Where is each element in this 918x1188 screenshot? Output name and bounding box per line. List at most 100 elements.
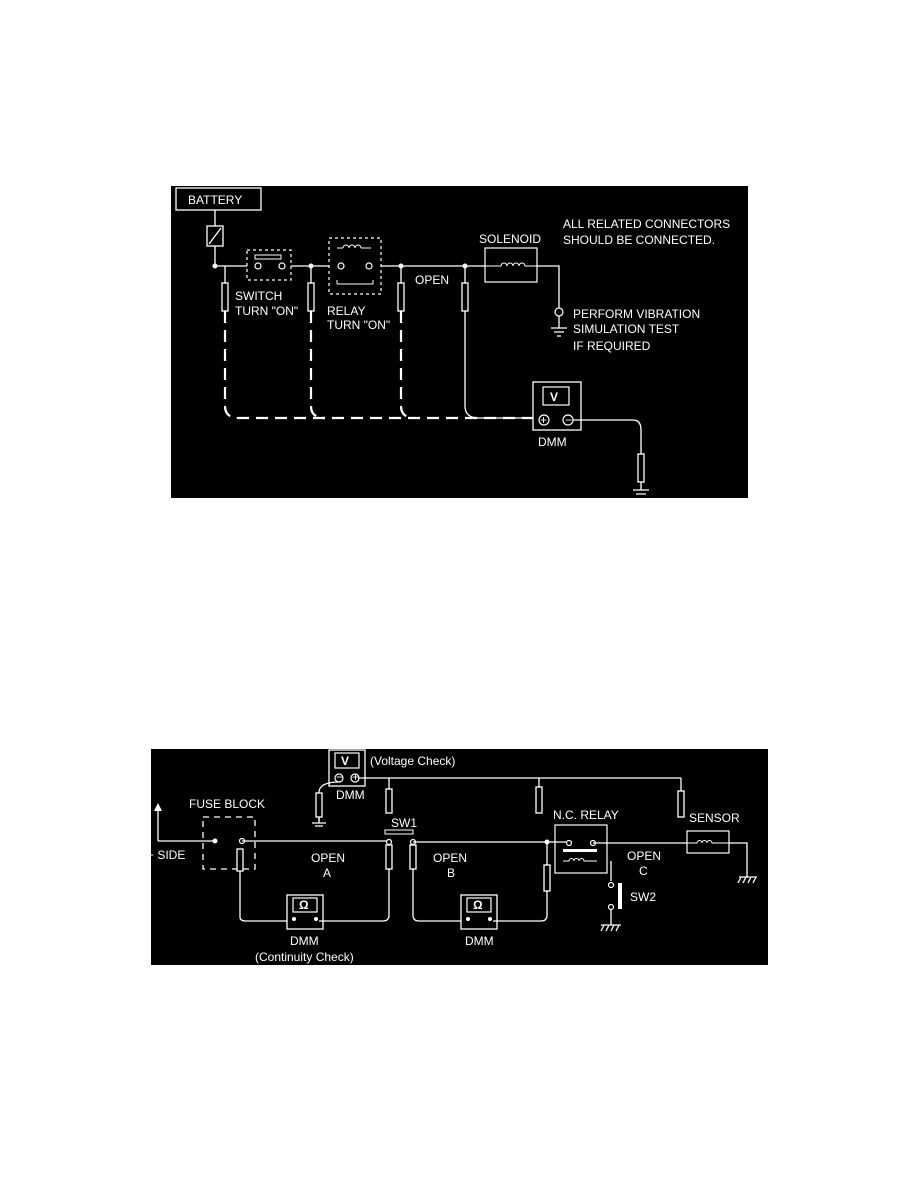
probe-sw1-b [409, 844, 417, 870]
voltage-check-label: (Voltage Check) [370, 754, 455, 768]
dmm-plus-label: + [540, 413, 547, 427]
voltage-minus-lead [318, 781, 340, 821]
ohmmeter-a-symbol: Ω [299, 898, 309, 912]
continuity-check-diagram: V − + (Voltage Check) DMM B+ SIDE FUSE B… [151, 749, 768, 965]
ground-icon [312, 817, 326, 827]
sw2-contact-top [607, 881, 615, 889]
dmm-label: DMM [538, 435, 567, 449]
probe-relay-b [543, 864, 551, 892]
continuity-check-label: (Continuity Check) [255, 950, 354, 964]
junction-dot [212, 263, 218, 269]
relay-turn-on-label: TURN "ON" [327, 318, 390, 332]
voltage-dmm-minus-label: − [336, 770, 343, 784]
open-c-letter: C [639, 864, 648, 878]
probe-open-left [397, 282, 405, 312]
probe-fuse-block [236, 848, 244, 872]
dmm-a-terminal [292, 917, 296, 921]
relay-contact-bar [563, 849, 597, 852]
dmm-a-display [292, 897, 318, 913]
switch-turn-on-label: TURN "ON" [235, 304, 298, 318]
sw1-label: SW1 [391, 816, 417, 830]
voltage-dmm-display [334, 752, 360, 769]
solenoid-coil-icon [467, 262, 537, 267]
dashed-lead-switch [223, 311, 533, 420]
connectors-note-line-2: SHOULD BE CONNECTED. [563, 233, 715, 247]
probe-open-right [461, 282, 469, 312]
switch-label: SWITCH [235, 289, 282, 303]
dmm-b-label: DMM [465, 934, 494, 948]
ohmmeter-b-symbol: Ω [473, 898, 483, 912]
battery-box [175, 187, 262, 211]
dmm-minus-label: − [565, 413, 572, 427]
sw2-lever [618, 883, 622, 909]
b-plus-arrow-icon [154, 803, 162, 811]
vibration-note-line-3: IF REQUIRED [573, 339, 651, 353]
vibration-note-line-2: SIMULATION TEST [573, 322, 680, 336]
sw1-contact-left [385, 838, 393, 846]
dmm-b-terminal [466, 917, 470, 921]
probe-voltage-ground [315, 792, 323, 818]
sensor-label: SENSOR [689, 811, 740, 825]
dmm-b-display [466, 897, 492, 913]
sensor-ground-wire [729, 842, 748, 877]
ground-connector [554, 307, 564, 317]
sw1-lever [384, 829, 414, 835]
open-label: OPEN [415, 273, 449, 287]
dmm-display [542, 386, 570, 406]
relay-contact-left [565, 839, 573, 847]
dmm-a-terminal [314, 917, 318, 921]
voltmeter-symbol: V [341, 754, 349, 768]
negative-lead [573, 419, 642, 454]
sw2-label: SW2 [630, 890, 656, 904]
sensor-housing [686, 830, 730, 854]
relay-contact-left [337, 262, 345, 270]
sw2-contact-bottom [607, 903, 615, 911]
open-a-label: OPEN [311, 851, 345, 865]
probe-sw1 [385, 788, 393, 814]
solenoid-housing [484, 247, 538, 283]
switch-contact-right [278, 262, 286, 270]
switch-lever [254, 254, 282, 260]
relay-armature [336, 280, 374, 285]
vibration-note-line-1: PERFORM VIBRATION [573, 307, 700, 321]
relay-contact-right [365, 262, 373, 270]
relay-coil-icon [563, 858, 597, 862]
open-c-label: OPEN [627, 849, 661, 863]
solenoid-ground-wire [537, 265, 560, 308]
ground-icon [633, 482, 649, 495]
probe-relay [307, 282, 315, 312]
relay-label: RELAY [327, 304, 365, 318]
open-circuit-voltage-diagram: BATTERY SWITCH TURN "ON" RELAY TURN "ON"… [171, 186, 748, 498]
switch-contact-left [254, 262, 262, 270]
open-b-label: OPEN [433, 851, 467, 865]
battery-label: BATTERY [188, 193, 242, 207]
open-a-letter: A [323, 866, 331, 880]
relay-coil-icon [337, 244, 371, 249]
voltage-dmm-label: DMM [336, 788, 365, 802]
solenoid-ground-icon [551, 316, 567, 337]
nc-relay-label: N.C. RELAY [553, 808, 619, 822]
dmm-b-lead-left [412, 869, 465, 922]
solenoid-label: SOLENOID [479, 232, 541, 246]
probe-switch [221, 282, 229, 312]
diagram-1-svg: BATTERY SWITCH TURN "ON" RELAY TURN "ON"… [175, 187, 730, 495]
dashed-lead-relay [309, 311, 326, 420]
dmm-a-lead-right [319, 867, 390, 922]
probe-sensor [677, 790, 685, 818]
connectors-note-line-1: ALL RELATED CONNECTORS [563, 217, 730, 231]
dmm-a-lead-left [239, 871, 293, 922]
dmm-b-lead-right [493, 889, 548, 922]
voltage-dmm-plus-label: + [352, 770, 359, 784]
fuse-element [208, 227, 222, 245]
solid-lead-open [464, 311, 537, 419]
dashed-lead-open [399, 311, 416, 420]
fuse-block-label: FUSE BLOCK [189, 797, 265, 811]
fuse-block-housing [202, 816, 256, 870]
sensor-coil-icon [677, 840, 729, 844]
b-plus-side-label: B+ SIDE [151, 848, 185, 862]
dmm-plus-terminal [538, 414, 550, 426]
nc-relay-housing [554, 824, 608, 874]
diagram-2-svg: V − + (Voltage Check) DMM B+ SIDE FUSE B… [151, 749, 757, 964]
sw2-ground-icon [600, 910, 621, 932]
probe-sw1-a [385, 844, 393, 870]
